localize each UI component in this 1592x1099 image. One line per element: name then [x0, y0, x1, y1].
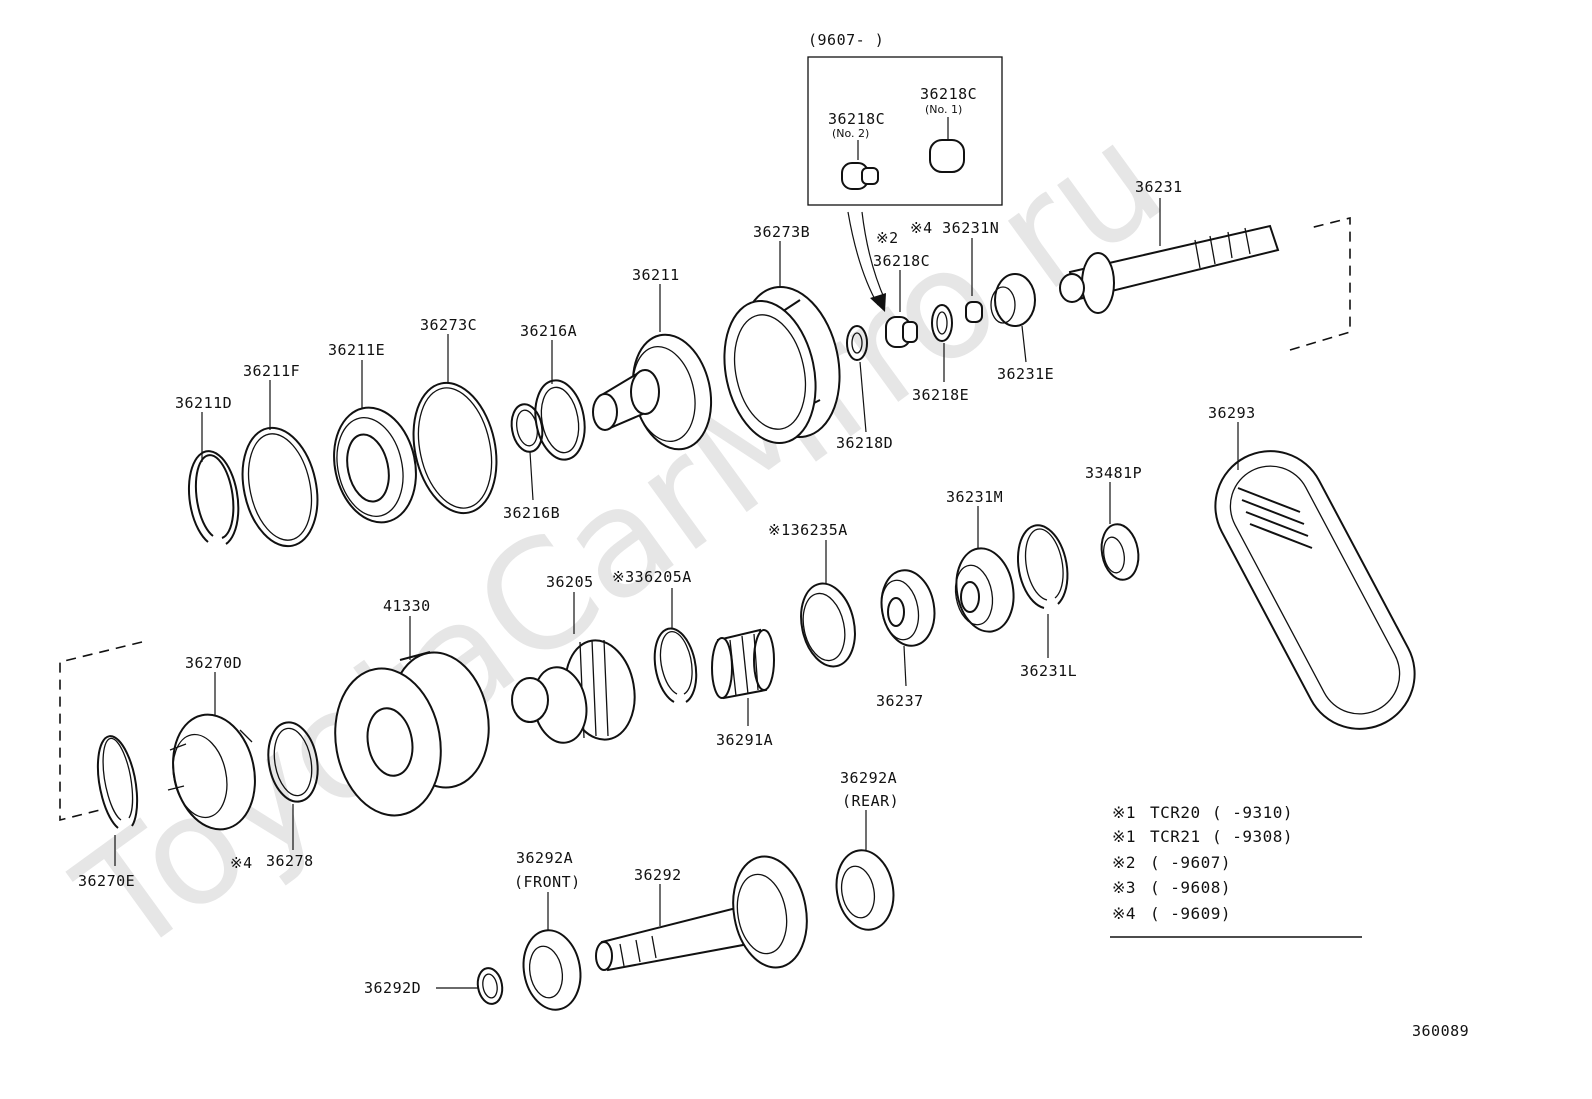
chain-36293	[1214, 450, 1416, 730]
note-range: ( -9310)	[1212, 803, 1293, 822]
label-41330: 41330	[383, 597, 431, 615]
label-36231: 36231	[1135, 178, 1183, 196]
note-range: ( -9609)	[1150, 904, 1231, 923]
bearing-36235A	[800, 582, 856, 668]
ring-36273C	[412, 381, 498, 515]
note-row: ※4 ( -9609)	[1112, 904, 1231, 923]
inset-note-no1: (No. 1)	[925, 103, 962, 116]
shaft-36292	[595, 855, 808, 972]
label-36270E: 36270E	[78, 872, 135, 890]
note-range: ( -9607)	[1150, 853, 1231, 872]
snap-ring-36211D	[187, 450, 240, 545]
shaft-36231	[1059, 224, 1280, 314]
inset-part-no1: 36218C	[920, 85, 977, 103]
inset-header: (9607- )	[808, 31, 884, 49]
label-36270D: 36270D	[185, 654, 242, 672]
spacer-36231N	[965, 301, 983, 323]
applicability-notes: ※1 TCR20 ( -9310) ※1 TCR21 ( -9308) ※2 (…	[1110, 803, 1362, 938]
washer-36218E	[931, 304, 953, 342]
label-36278: 36278	[266, 852, 314, 870]
label-33481P: 33481P	[1085, 464, 1142, 482]
label-36211F: 36211F	[243, 362, 300, 380]
note-mark: ※2	[1112, 853, 1136, 872]
inset-note-no2: (No. 2)	[832, 127, 869, 140]
label-mark4: ※4	[230, 854, 253, 872]
note-mark: ※1	[1112, 803, 1136, 822]
inset-plug-no2	[841, 162, 879, 190]
note-range: ( -9308)	[1212, 827, 1293, 846]
shaft-36211	[592, 333, 713, 451]
dashed-link-right	[1289, 216, 1351, 351]
label-mark4-36231N: ※4 36231N	[910, 219, 999, 237]
label-36273B: 36273B	[753, 223, 810, 241]
gear-36205	[511, 639, 636, 744]
label-36211E: 36211E	[328, 341, 385, 359]
bearing-36292A-rear	[835, 849, 895, 931]
note-row: ※1 TCR20 ( -9310)	[1112, 803, 1293, 822]
label-mark1-36235A: ※136235A	[768, 521, 848, 539]
label-36205: 36205	[546, 573, 594, 591]
inset-plug-no1	[929, 139, 965, 173]
bearing-36231M	[954, 547, 1015, 633]
drum-36273B	[723, 285, 841, 445]
snap-ring-36292D	[476, 967, 504, 1005]
needle-bearing-36291A	[711, 628, 775, 700]
snap-ring-36231L	[1016, 524, 1069, 609]
label-36218C: 36218C	[873, 252, 930, 270]
note-model: TCR20	[1150, 803, 1201, 822]
label-36292D: 36292D	[364, 979, 421, 997]
note-model: TCR21	[1150, 827, 1201, 846]
note-mark: ※1	[1112, 827, 1136, 846]
label-mark2: ※2	[876, 229, 899, 247]
seal-33481P	[1100, 523, 1140, 581]
label-36231L: 36231L	[1020, 662, 1077, 680]
label-36273C: 36273C	[420, 316, 477, 334]
snap-ring-36205A	[653, 627, 698, 703]
note-range: ( -9608)	[1150, 878, 1231, 897]
inset-part-no2: 36218C	[828, 110, 885, 128]
label-36292A-rear: 36292A	[840, 769, 897, 787]
label-36231M: 36231M	[946, 488, 1003, 506]
label-36216A: 36216A	[520, 322, 577, 340]
note-row: ※1 TCR21 ( -9308)	[1112, 827, 1293, 846]
label-36293: 36293	[1208, 404, 1256, 422]
bearing-36211E	[333, 406, 417, 524]
bearing-36231E	[990, 273, 1036, 327]
note-row: ※3 ( -9608)	[1112, 878, 1231, 897]
washer-36278	[267, 721, 319, 803]
note-row: ※2 ( -9607)	[1112, 853, 1231, 872]
washer-36216B	[510, 403, 544, 453]
label-36292: 36292	[634, 866, 682, 884]
label-36231E: 36231E	[997, 365, 1054, 383]
washer-36218D	[846, 325, 868, 361]
label-36216B: 36216B	[503, 504, 560, 522]
note-mark: ※4	[1112, 904, 1136, 923]
inset-box: (9607- ) 36218C (No. 2) 36218C (No. 1)	[807, 31, 1003, 312]
label-36211: 36211	[632, 266, 680, 284]
hub-36270D	[167, 713, 256, 831]
label-36218D: 36218D	[836, 434, 893, 452]
label-mark3-36205A: ※336205A	[612, 568, 692, 586]
label-36291A: 36291A	[716, 731, 773, 749]
label-rear: (REAR)	[842, 792, 899, 810]
dashed-link-left	[59, 641, 143, 822]
label-front: (FRONT)	[514, 873, 581, 891]
washer-36216A	[534, 379, 586, 461]
snap-ring-36270E	[96, 735, 139, 829]
bearing-36292A-front	[522, 929, 582, 1011]
ring-36211F	[241, 426, 319, 548]
hub-36237	[880, 569, 936, 647]
label-36211D: 36211D	[175, 394, 232, 412]
label-36237: 36237	[876, 692, 924, 710]
note-mark: ※3	[1112, 878, 1136, 897]
label-36292A-front: 36292A	[516, 849, 573, 867]
label-36218E: 36218E	[912, 386, 969, 404]
diagram-id: 360089	[1412, 1022, 1469, 1040]
drum-41330	[334, 651, 490, 817]
plug-36218C	[885, 316, 918, 348]
